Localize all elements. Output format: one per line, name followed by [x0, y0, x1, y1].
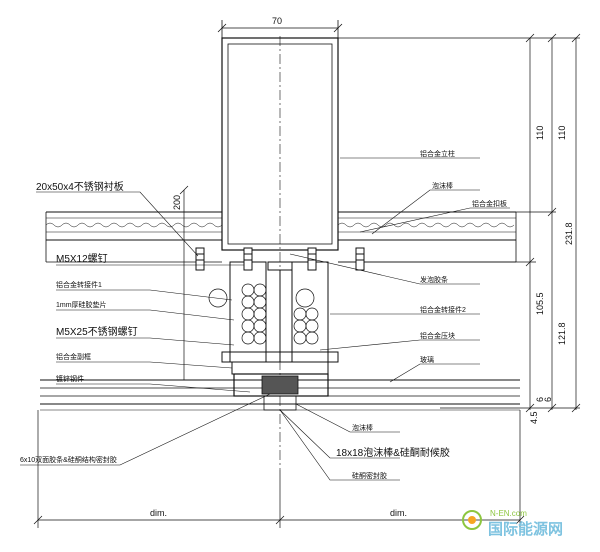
- label-right-4: 铝合金转接件2: [420, 305, 466, 314]
- watermark-brand: 国际能源网: [488, 520, 563, 538]
- label-right-6: 玻璃: [420, 355, 434, 364]
- left-leader-lines: [20, 191, 271, 466]
- dimension-left-200: [179, 185, 189, 380]
- dimension-top-width: [217, 20, 343, 48]
- label-right-1: 泡沫棒: [432, 181, 453, 190]
- glass-and-pressure-plate: [40, 373, 520, 411]
- dim-bottom-small-c-text: 4.5: [529, 411, 539, 424]
- label-right-3: 发泡胶条: [420, 275, 448, 284]
- right-labels: 铝合金立柱 泡沫棒 铝合金扣板 发泡胶条 铝合金转接件2 铝合金压块 玻璃 泡沫…: [336, 149, 507, 480]
- label-right-2: 铝合金扣板: [472, 199, 507, 208]
- aluminium-mullion: [221, 36, 339, 470]
- label-left-2: 铝合金转接件1: [56, 280, 102, 289]
- dim-right-231-8-text: 231.8: [564, 222, 574, 245]
- dim-bottom-small-a-text: 6: [535, 397, 545, 402]
- right-leader-lines: [279, 157, 510, 481]
- left-labels: 20x50x4不锈钢衬板 M5X12螺钉 铝合金转接件1 1mm厚硅胶垫片 M5…: [20, 180, 138, 464]
- label-left-4: M5X25不锈钢螺钉: [56, 325, 138, 338]
- dimension-bottom: [33, 410, 525, 528]
- dim-left-200-text: 200: [172, 195, 182, 210]
- dim-right-110-a-text: 110: [535, 126, 545, 140]
- dim-right-121-8-text: 121.8: [557, 322, 567, 345]
- watermark-logo: N-EN.com 国际能源网: [462, 509, 563, 538]
- label-right-7: 泡沫棒: [352, 423, 373, 432]
- label-left-7: 6x10双面胶条&硅酮结构密封胶: [20, 455, 117, 464]
- dim-bottom-left-text: dim.: [150, 508, 167, 518]
- label-left-3: 1mm厚硅胶垫片: [56, 300, 107, 309]
- label-left-6: 镀锌钢件: [56, 374, 84, 383]
- dim-bottom-right-text: dim.: [390, 508, 407, 518]
- label-right-0: 铝合金立柱: [420, 149, 455, 158]
- watermark-domain: N-EN.com: [490, 509, 527, 518]
- dim-bottom-small-b-text: 6: [543, 397, 553, 402]
- insulation-foam-rods: [208, 283, 319, 345]
- dim-right-110-b-text: 110: [557, 126, 567, 140]
- label-left-1: M5X12螺钉: [56, 253, 108, 265]
- label-left-0: 20x50x4不锈钢衬板: [36, 180, 124, 193]
- cladding-panels: [45, 211, 517, 263]
- label-left-5: 铝合金副框: [56, 352, 91, 361]
- label-right-5: 铝合金压块: [420, 331, 455, 340]
- label-right-8: 18x18泡沫棒&硅酮耐候胶: [336, 446, 450, 459]
- dim-right-105-5-text: 105.5: [535, 292, 545, 315]
- label-right-9: 硅酮密封胶: [352, 471, 387, 480]
- dim-top-width-text: 70: [272, 16, 282, 26]
- transfer-brackets: [221, 261, 339, 375]
